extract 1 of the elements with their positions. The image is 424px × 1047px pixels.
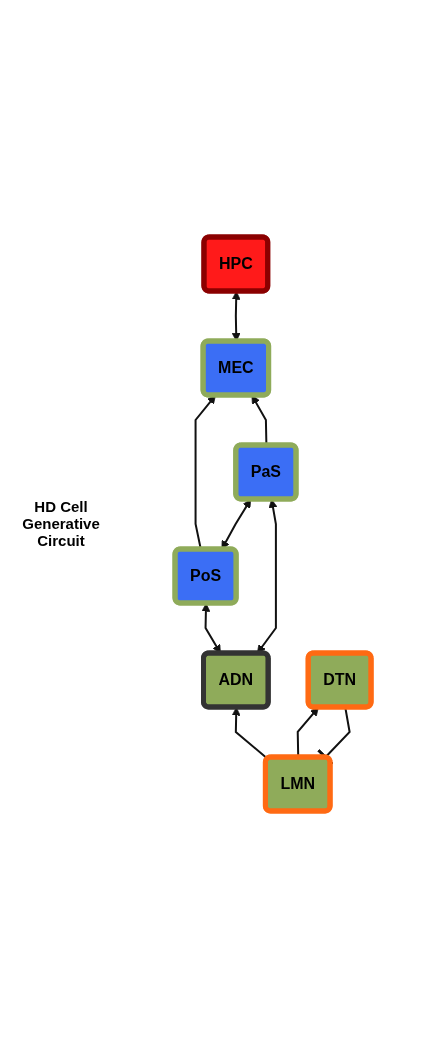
bracket-label: HD Cell Generative Circuit [21, 498, 101, 549]
